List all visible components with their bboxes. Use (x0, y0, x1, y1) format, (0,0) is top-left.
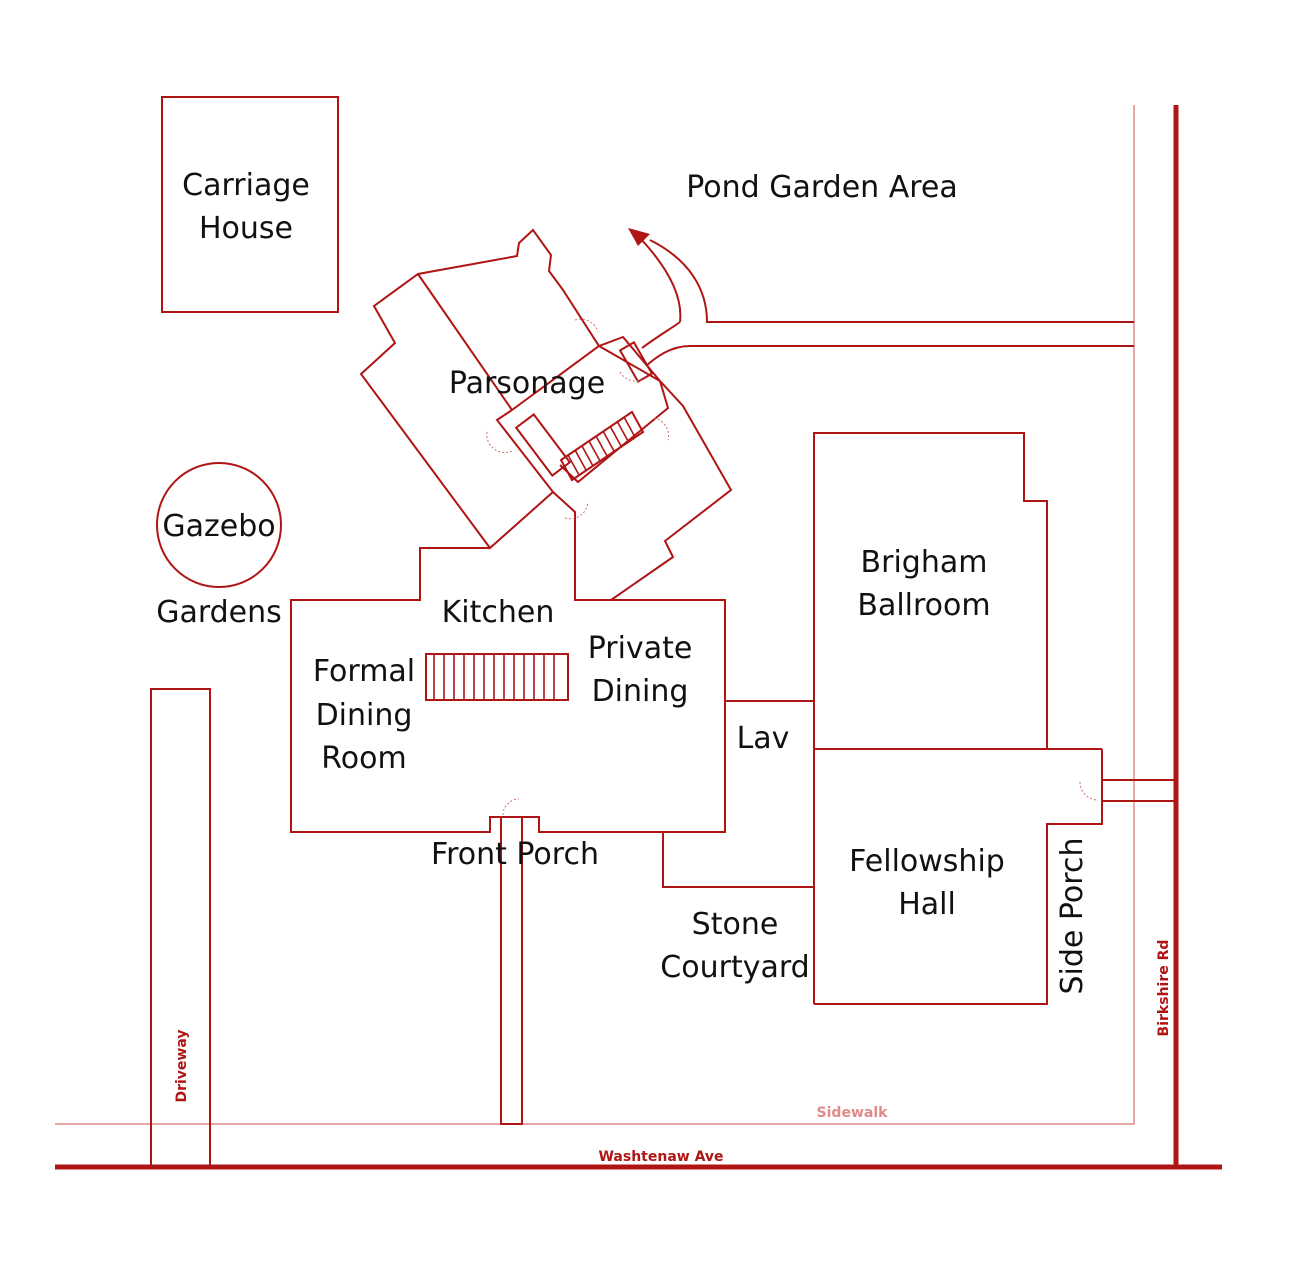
label-gazebo: Gazebo (162, 509, 275, 544)
parsonage-entry-step (618, 341, 654, 383)
parsonage-inner-wall (417, 273, 513, 411)
map-labels: Carriage House Pond Garden Area Parsonag… (156, 168, 1090, 994)
label-front-porch: Front Porch (431, 837, 599, 872)
parsonage-doors (486, 318, 669, 520)
front-door-swing (502, 798, 520, 816)
label-carriage-house-1: Carriage (182, 168, 310, 203)
sidewalk-path (55, 105, 1135, 1125)
carriage-house-building (161, 96, 339, 313)
side-walk-path (1101, 779, 1177, 802)
driveway-strip (150, 688, 211, 1168)
label-side-porch: Side Porch (1055, 838, 1090, 995)
parsonage-closet (514, 413, 572, 477)
street-labels: Driveway Sidewalk Washtenaw Ave Birkshir… (174, 940, 1172, 1165)
main-house-stairs (425, 653, 569, 701)
label-brigham-ballroom-1: Brigham (861, 545, 988, 580)
pond-direction-arrow-icon (628, 228, 650, 246)
label-formal-dining-2: Dining (316, 698, 413, 733)
brigham-ballroom-building (813, 432, 1048, 1004)
label-stone-courtyard-2: Courtyard (660, 950, 809, 985)
stone-courtyard-edge (662, 832, 814, 888)
label-private-dining-1: Private (588, 631, 693, 666)
label-kitchen: Kitchen (442, 595, 555, 630)
label-washtenaw-ave: Washtenaw Ave (598, 1149, 723, 1165)
label-sidewalk: Sidewalk (817, 1105, 889, 1121)
label-formal-dining-3: Room (321, 741, 406, 776)
parsonage-hall-wall (495, 409, 554, 493)
gazebo-structure (156, 462, 282, 588)
label-lav: Lav (737, 721, 790, 756)
pond-garden-path (641, 239, 1134, 367)
label-pond-garden-area: Pond Garden Area (686, 170, 958, 205)
label-driveway: Driveway (174, 1029, 190, 1102)
label-birkshire-rd: Birkshire Rd (1156, 940, 1172, 1037)
label-parsonage: Parsonage (449, 366, 605, 401)
label-carriage-house-2: House (199, 211, 293, 246)
label-formal-dining-1: Formal (313, 654, 415, 689)
parsonage-stairs (559, 410, 645, 482)
label-fellowship-hall-2: Hall (898, 887, 956, 922)
pond-garden-path-curve (639, 237, 682, 323)
label-brigham-ballroom-2: Ballroom (857, 588, 990, 623)
label-fellowship-hall-1: Fellowship (849, 844, 1005, 879)
fellowship-hall-building (814, 749, 1103, 1005)
side-door-swing (1079, 781, 1099, 801)
label-stone-courtyard-1: Stone (692, 907, 779, 942)
label-gardens: Gardens (156, 595, 282, 630)
parsonage-building (359, 228, 733, 601)
main-house-building (290, 547, 726, 833)
label-private-dining-2: Dining (592, 674, 689, 709)
